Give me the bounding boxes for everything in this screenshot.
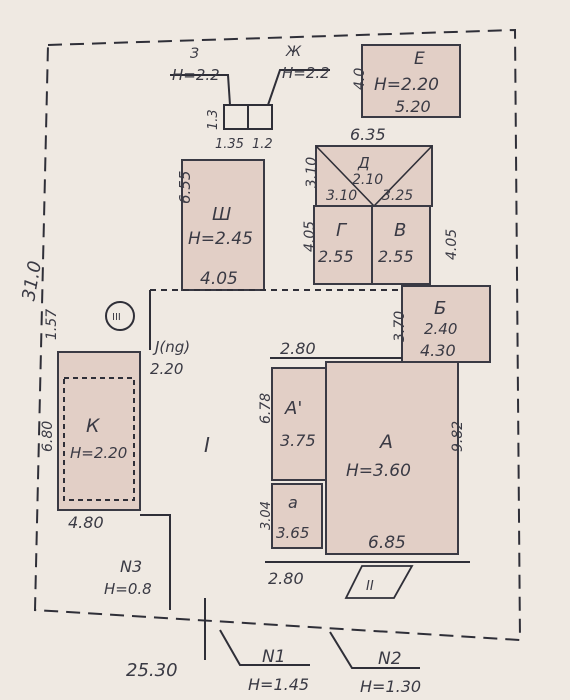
building-e	[361, 44, 461, 118]
building-a1-letter: А'	[284, 398, 302, 419]
fence-n3-height: H=0.8	[104, 580, 152, 598]
building-k-height: H=2.20	[70, 444, 127, 462]
plot-side-dim: 1.57	[44, 309, 60, 340]
label-j: J(ng)	[152, 338, 190, 356]
fence-n1-height: H=1.45	[248, 675, 309, 694]
wall-z-line	[170, 74, 231, 106]
building-e-height: H=2.20	[374, 75, 439, 95]
building-d-left: 3.10	[326, 188, 357, 204]
label-yard-i: I	[204, 433, 210, 457]
building-e-side: 4.0	[352, 68, 368, 90]
building-sh	[181, 159, 265, 291]
plot-bottom-width: 25.30	[126, 660, 178, 681]
porch-ii-label: II	[366, 579, 374, 594]
building-a-small-value: 3.65	[276, 524, 309, 542]
building-e-letter: E	[414, 49, 425, 69]
building-g	[313, 205, 373, 285]
building-k-letter: К	[86, 415, 101, 437]
building-g-letter: Г	[336, 220, 348, 241]
building-v-side: 4.05	[444, 229, 460, 260]
building-g-side: 4.05	[302, 221, 318, 252]
small-shed-right: 1.2	[252, 137, 273, 152]
porch-ii-shape	[344, 565, 414, 599]
building-a1	[271, 367, 327, 481]
building-d-top: 6.35	[350, 125, 386, 144]
plot-boundary	[33, 28, 522, 642]
wall-z-letter: З	[190, 46, 199, 62]
building-b-width: 4.30	[420, 341, 456, 360]
building-k	[57, 351, 141, 511]
building-a-width: 6.85	[368, 533, 406, 553]
building-a-letter: А	[378, 431, 393, 453]
fence-n3-line	[140, 514, 171, 610]
label-j-width: 2.20	[150, 360, 183, 378]
small-shed-side: 1.3	[206, 109, 221, 130]
building-a-small	[271, 483, 323, 549]
building-k-width: 4.80	[68, 513, 104, 532]
fence-n1-label: N1	[262, 647, 286, 667]
building-k-side: 6.80	[40, 421, 56, 452]
building-a	[325, 361, 459, 555]
porch-width: 2.80	[268, 569, 304, 588]
fence-n2-label: N2	[378, 649, 402, 669]
small-shed-left: 1.35	[215, 137, 244, 152]
wall-z-height: H=2.2	[172, 66, 220, 84]
building-a1-side: 6.78	[258, 393, 274, 424]
building-d-height: 2.10	[352, 172, 383, 188]
building-a-small-letter: а	[288, 493, 298, 512]
building-v-width: 2.55	[378, 247, 414, 266]
fence-n1-line	[219, 629, 310, 666]
wall-zh-letter: Ж	[285, 44, 302, 60]
building-d-side: 3.10	[304, 157, 320, 188]
building-v	[371, 205, 431, 285]
building-v-letter: В	[394, 220, 406, 241]
building-sh-letter: Ш	[212, 204, 231, 225]
wall-zh-line	[267, 69, 330, 106]
well-label: III	[112, 312, 121, 323]
building-b-height: 2.40	[424, 320, 457, 338]
building-d	[315, 145, 433, 207]
well-circle	[105, 301, 135, 331]
building-a-height: H=3.60	[346, 461, 411, 481]
building-sh-side: 6.55	[176, 171, 194, 204]
building-sh-width: 4.05	[200, 269, 238, 289]
building-b-letter: Б	[434, 298, 446, 319]
building-d-right: 3.25	[382, 188, 413, 204]
building-b-side: 3.70	[392, 311, 408, 342]
fence-n2-line	[329, 631, 420, 669]
building-a-small-side: 3.04	[259, 501, 274, 530]
building-e-width: 5.20	[395, 97, 431, 116]
building-a-side: 9.82	[450, 421, 466, 452]
top-dim: 2.80	[280, 339, 316, 358]
building-sh-height: H=2.45	[188, 229, 253, 249]
fence-n2-height: H=1.30	[360, 677, 421, 696]
building-a1-value: 3.75	[280, 431, 316, 450]
building-g-width: 2.55	[318, 247, 354, 266]
fence-n3-label: N3	[120, 557, 142, 576]
building-d-letter: Д	[357, 154, 370, 172]
building-k-inner	[63, 377, 135, 501]
wall-zh-height: H=2.2	[282, 64, 330, 82]
